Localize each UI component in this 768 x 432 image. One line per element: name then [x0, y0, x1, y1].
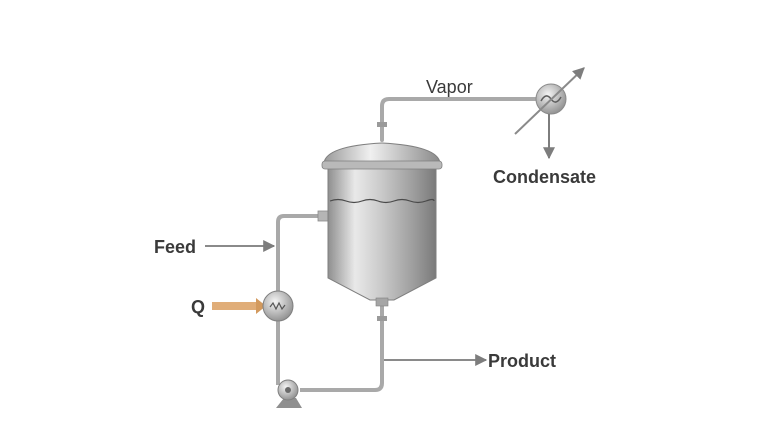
heat-input-label: Q [191, 297, 205, 317]
heat-input-arrow [212, 302, 260, 310]
vapor-pipe-flange [377, 122, 387, 127]
vapor-label: Vapor [426, 77, 473, 97]
recirculation-pipe [276, 214, 328, 385]
heater [212, 290, 294, 322]
vessel-rim [321, 160, 443, 170]
condenser [514, 67, 585, 135]
vessel-outlet [375, 297, 389, 307]
condenser-coolant-arrow [514, 67, 585, 135]
product-label: Product [488, 351, 556, 371]
evaporator-vessel [321, 142, 443, 307]
condensate-label: Condensate [493, 167, 596, 187]
pump [276, 379, 302, 408]
liquid-level [329, 198, 435, 204]
vessel-body [327, 167, 437, 301]
bottom-flange [377, 316, 387, 321]
vapor-pipe [380, 97, 542, 142]
bottom-pipe [300, 303, 384, 392]
vessel-lid [323, 142, 441, 164]
feed-label: Feed [154, 237, 196, 257]
